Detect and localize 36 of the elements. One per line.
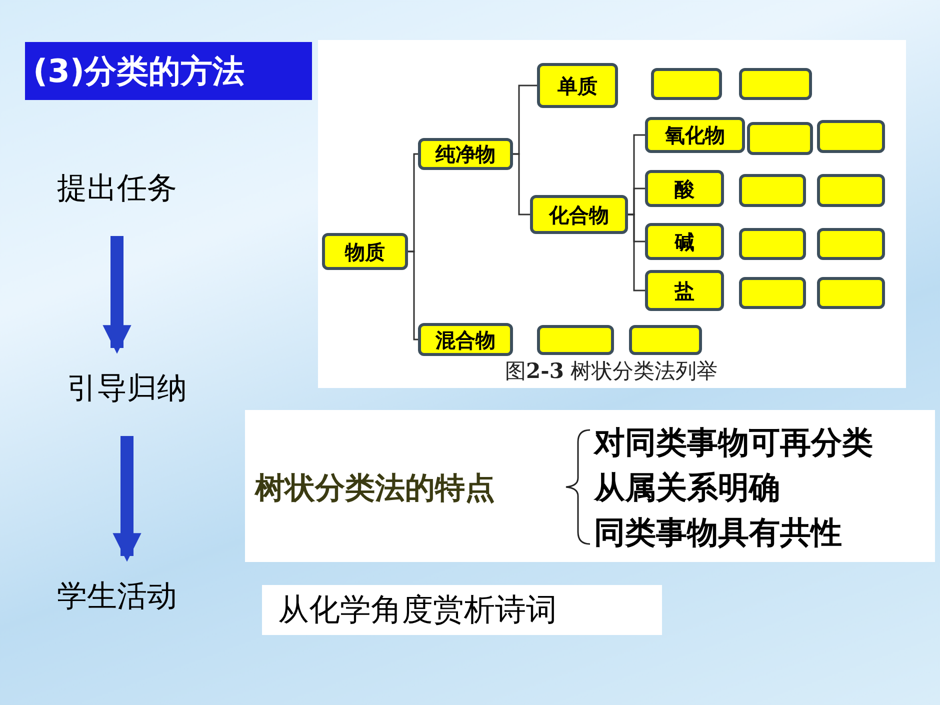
activity-box: 从化学角度赏析诗词 [262,585,662,635]
title-banner: (3)分类的方法 [25,42,312,100]
category-box: 单质 [537,63,618,108]
category-box: 化合物 [530,195,628,234]
empty-box [629,325,702,355]
feature-heading: 树状分类法的特点 [255,470,495,508]
empty-box [651,68,722,100]
category-box: 物质 [322,233,408,270]
tree-connector [408,250,418,340]
feature-item: 同类事物具有共性 [594,514,842,553]
category-box: 盐 [645,270,724,311]
empty-box [817,228,885,260]
down-arrow [112,436,142,562]
feature-item: 对同类事物可再分类 [594,424,873,463]
step-text: 提出任务 [42,168,192,208]
empty-box [817,277,885,309]
empty-box [739,68,812,100]
step-text: 引导归纳 [52,368,202,408]
tree-connector [513,153,530,216]
feature-item: 从属关系明确 [594,469,780,508]
empty-box [739,277,806,309]
category-box: 纯净物 [418,138,513,170]
down-arrow [102,236,132,354]
category-box: 碱 [645,223,724,260]
tree-connector [628,214,645,292]
category-box: 混合物 [418,323,513,356]
category-box: 氧化物 [645,117,745,153]
step-text: 学生活动 [42,576,192,616]
empty-box [739,228,806,260]
figure-caption: 图2-3 树状分类法列举 [505,357,718,385]
empty-box [537,325,614,355]
empty-box [747,122,813,155]
empty-box [817,174,885,207]
empty-box [817,120,885,153]
empty-box [739,174,806,207]
category-box: 酸 [645,170,724,207]
